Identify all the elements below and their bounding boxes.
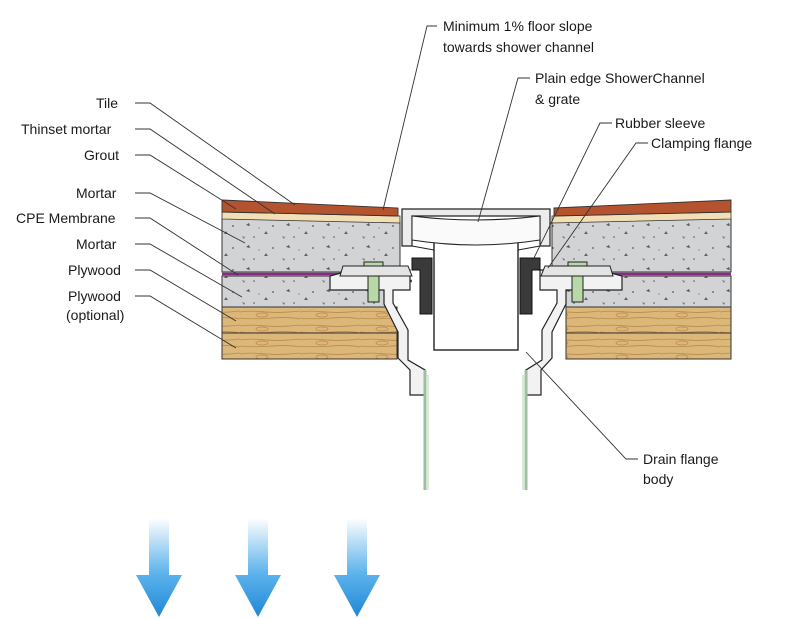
flow-arrow-2 (235, 518, 281, 617)
label-plywood: Plywood (68, 262, 121, 278)
label-cpe-membrane: CPE Membrane (16, 210, 116, 226)
flow-arrow-3 (334, 518, 380, 617)
label-drain-flange-body: Drain flange (643, 451, 719, 467)
label-thinset-mortar: Thinset mortar (21, 121, 112, 137)
right-labels: Minimum 1% floor slope towards shower ch… (443, 18, 752, 487)
left-leader-lines (135, 102, 296, 349)
label-mortar-lower: Mortar (76, 236, 117, 252)
label-shower-channel: Plain edge ShowerChannel (535, 70, 705, 86)
shower-channel-body (433, 237, 519, 351)
label-plywood-optional: Plywood (68, 288, 121, 304)
label-grout: Grout (84, 147, 119, 163)
label-drain-flange-body-note: body (643, 471, 673, 487)
rubber-sleeve-left (411, 257, 433, 315)
clamping-flange-left (339, 265, 413, 277)
flow-arrows (136, 518, 380, 617)
drain-pipe (425, 370, 526, 490)
label-plywood-optional-note: (optional) (66, 307, 124, 323)
tile-layer-right (553, 199, 732, 217)
flow-arrow-1 (136, 518, 182, 617)
clamping-flange-right (540, 265, 614, 277)
drain-assembly (329, 208, 623, 490)
right-floor-assembly (540, 199, 732, 360)
left-labels: Tile Thinset mortar Grout Mortar CPE Mem… (16, 95, 124, 323)
label-floor-slope-note: towards shower channel (443, 39, 594, 55)
label-shower-channel-grate: & grate (535, 91, 580, 107)
label-mortar-upper: Mortar (76, 185, 117, 201)
label-rubber-sleeve: Rubber sleeve (615, 115, 705, 131)
tile-layer-left (221, 199, 399, 217)
rubber-sleeve-right (519, 257, 541, 315)
label-clamping-flange: Clamping flange (651, 135, 752, 151)
label-floor-slope: Minimum 1% floor slope (443, 18, 593, 34)
label-tile: Tile (96, 95, 118, 111)
right-leader-lines (382, 25, 648, 460)
